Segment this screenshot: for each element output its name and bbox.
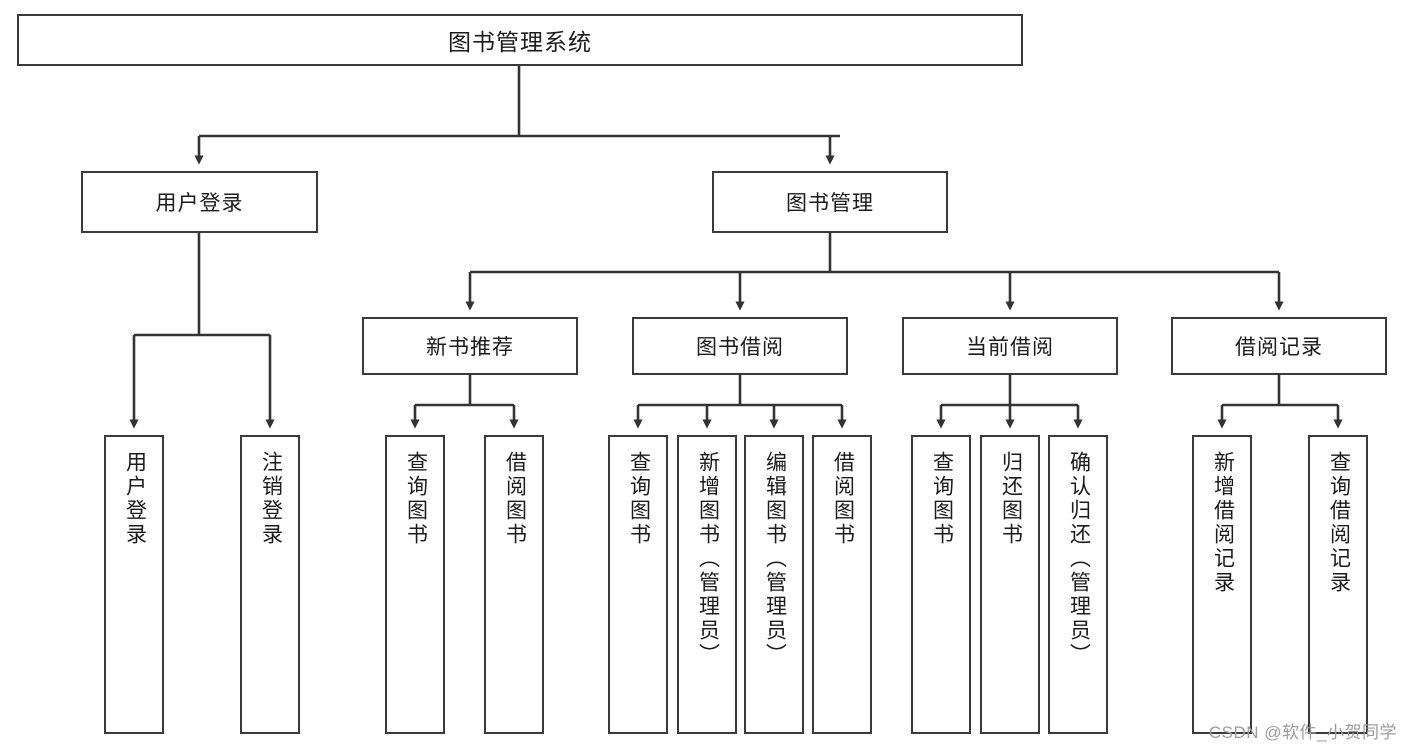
node-label: 图书管理: [786, 192, 874, 215]
leaf-borrow-book-recommend[interactable]: 借阅图书: [484, 435, 544, 734]
csdn-watermark: CSDN @软件_小贺同学: [1208, 723, 1397, 742]
node-book-borrow[interactable]: 图书借阅: [632, 317, 848, 375]
leaf-edit-book-admin[interactable]: 编辑图书（管理员）: [744, 435, 804, 734]
node-user-login[interactable]: 用户登录: [81, 171, 318, 233]
node-root-library-system[interactable]: 图书管理系统: [17, 14, 1023, 66]
leaf-label: 查询图书: [627, 451, 651, 547]
leaf-add-borrow-record[interactable]: 新增借阅记录: [1192, 435, 1252, 734]
leaf-query-book-borrow[interactable]: 查询图书: [608, 435, 668, 734]
leaf-label: 编辑图书（管理员）: [763, 451, 787, 667]
leaf-label: 用户登录: [123, 451, 147, 547]
node-label: 当前借阅: [966, 336, 1054, 359]
leaf-borrow-book[interactable]: 借阅图书: [812, 435, 872, 734]
node-label: 图书借阅: [696, 336, 784, 359]
leaf-query-borrow-record[interactable]: 查询借阅记录: [1308, 435, 1368, 734]
node-current-borrow[interactable]: 当前借阅: [902, 317, 1118, 375]
node-label: 用户登录: [155, 192, 244, 215]
leaf-label: 借阅图书: [831, 451, 855, 547]
node-label: 借阅记录: [1235, 336, 1323, 359]
node-new-book-recommend[interactable]: 新书推荐: [362, 317, 578, 375]
leaf-label: 查询借阅记录: [1327, 451, 1351, 595]
node-label: 图书管理系统: [448, 29, 592, 55]
leaf-label: 查询图书: [404, 451, 428, 547]
node-borrow-record[interactable]: 借阅记录: [1171, 317, 1387, 375]
leaf-add-book-admin[interactable]: 新增图书（管理员）: [677, 435, 737, 734]
leaf-label: 查询图书: [930, 451, 954, 547]
leaf-user-login[interactable]: 用户登录: [104, 435, 164, 734]
leaf-confirm-return-admin[interactable]: 确认归还（管理员）: [1048, 435, 1108, 734]
leaf-return-book[interactable]: 归还图书: [980, 435, 1040, 734]
leaf-label: 新增借阅记录: [1211, 451, 1235, 595]
leaf-label: 归还图书: [999, 451, 1023, 547]
leaf-label: 新增图书（管理员）: [696, 451, 720, 667]
leaf-label: 注销登录: [259, 451, 283, 547]
leaf-logout[interactable]: 注销登录: [240, 435, 300, 734]
leaf-query-book-recommend[interactable]: 查询图书: [385, 435, 445, 734]
leaf-label: 确认归还（管理员）: [1067, 451, 1091, 667]
node-label: 新书推荐: [426, 336, 514, 359]
leaf-query-book-current[interactable]: 查询图书: [911, 435, 971, 734]
node-book-management[interactable]: 图书管理: [712, 171, 948, 233]
leaf-label: 借阅图书: [503, 451, 527, 547]
